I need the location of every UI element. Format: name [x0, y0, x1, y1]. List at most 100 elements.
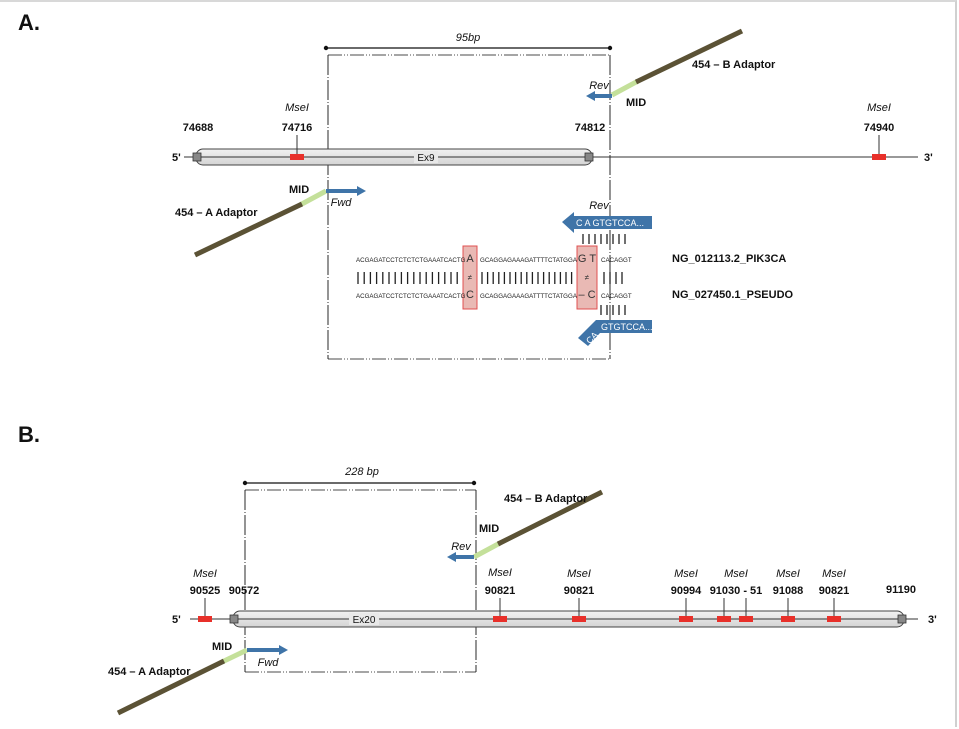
svg-text:74940: 74940	[864, 122, 895, 134]
mseI-site-marker	[827, 616, 841, 622]
svg-text:454 – B Adaptor: 454 – B Adaptor	[692, 59, 776, 71]
svg-text:MID: MID	[479, 523, 499, 535]
panel-a-label: A.	[18, 10, 40, 35]
mismatch-box-2	[576, 245, 598, 310]
mseI-site-marker	[717, 616, 731, 622]
panel-a-fwd-primer: Fwd MID 454 – A Adaptor	[175, 184, 366, 258]
mseI-site-marker	[739, 616, 753, 622]
svg-text:MID: MID	[626, 97, 646, 109]
enzyme-label: MseI	[822, 568, 846, 580]
site-position-label: 91030 - 51	[710, 585, 763, 597]
svg-text:Fwd: Fwd	[331, 197, 353, 209]
panel-b-restriction-site: MseI 90994	[671, 568, 702, 622]
bottom-mismatch-2: – C	[578, 289, 595, 301]
panel-a-5prime: 5'	[172, 152, 181, 164]
bottom-seq-segment-1: ACGAGATCCTCTCTCTGAAATCACTG	[356, 293, 466, 300]
panel-b-fwd-primer: Fwd MID 454 – A Adaptor	[108, 641, 288, 716]
bottom-seq-segment-3: CACAGGT	[601, 293, 632, 300]
alignment-rev-primer-top: C A GTGTCCA...	[562, 212, 652, 233]
svg-text:Rev: Rev	[589, 80, 610, 92]
alignment-bars-top-primer	[582, 234, 626, 244]
svg-text:454 – A Adaptor: 454 – A Adaptor	[108, 666, 191, 678]
alignment-rev-primer-bottom: GTGTCCA... CA	[578, 320, 653, 346]
panel-a-restriction-site: MseI 74940	[864, 102, 895, 160]
mseI-site-marker	[493, 616, 507, 622]
panel-a-coord-start: 74688	[183, 122, 214, 134]
panel-b-coord-end: 91190	[886, 584, 916, 596]
svg-text:74716: 74716	[282, 122, 313, 134]
panel-b-restriction-site: MseI 90821	[485, 567, 516, 622]
site-position-label: 90821	[819, 585, 850, 597]
panel-a-amplicon-box	[327, 54, 611, 360]
alignment-bars-bottom-primer	[600, 305, 626, 315]
panel-b-size-bracket	[242, 480, 477, 486]
mismatch-box-1	[462, 245, 478, 310]
panel-a-exon-start-marker	[192, 152, 202, 162]
panel-b-exon-start-marker	[229, 614, 239, 624]
svg-text:GTGTCCA...: GTGTCCA...	[601, 322, 653, 332]
panel-b-rev-primer: Rev MID 454 – B Adaptor	[447, 489, 604, 562]
top-seq-segment-3: CACAGGT	[601, 257, 632, 264]
svg-text:MID: MID	[212, 641, 232, 653]
site-position-label: 90525	[190, 585, 221, 597]
alignment-match-bars	[357, 272, 623, 284]
svg-text:454 – A Adaptor: 454 – A Adaptor	[175, 207, 258, 219]
svg-text:Rev: Rev	[451, 541, 472, 553]
panel-a-3prime: 3'	[924, 152, 933, 164]
panel-b-restriction-sites: MseI90525MseI90821MseI90821MseI90994MseI…	[190, 567, 850, 622]
fwd-arrow-icon	[279, 645, 288, 655]
site-position-label: 90821	[485, 585, 516, 597]
rev-arrow-icon	[586, 91, 595, 101]
enzyme-label: MseI	[724, 568, 748, 580]
panel-b-exon-end-marker	[897, 614, 907, 624]
panel-a-exon-label: Ex9	[417, 153, 435, 164]
panel-a-rev-primer: Rev MID 454 – B Adaptor	[586, 28, 776, 109]
not-equal-icon: ≠	[468, 273, 473, 282]
mseI-site-marker	[572, 616, 586, 622]
panel-b-coord-start: 90572	[229, 585, 260, 597]
panel-b-exon-label: Ex20	[353, 615, 376, 626]
panel-b-restriction-site: MseI 90821	[564, 568, 595, 622]
panel-a-coord-end: 74812	[575, 122, 606, 134]
site-position-label: 91088	[773, 585, 804, 597]
enzyme-label: MseI	[776, 568, 800, 580]
not-equal-icon: ≠	[585, 273, 590, 282]
panel-b-amplicon-size: 228 bp	[344, 466, 379, 478]
mseI-site-marker	[679, 616, 693, 622]
top-seq-segment-2: GCAGGAGAAAGATTTTCTATGGA	[480, 257, 578, 264]
bottom-seq-name: NG_027450.1_PSEUDO	[672, 289, 794, 301]
fwd-arrow-icon	[357, 186, 366, 196]
top-seq-name: NG_012113.2_PIK3CA	[672, 253, 786, 265]
top-seq-segment-1: ACGAGATCCTCTCTCTGAAATCACTG	[356, 257, 466, 264]
panel-b-label: B.	[18, 422, 40, 447]
panel-a-sequence-alignment: Rev C A GTGTCCA... ACGAGATCCTCTCTCTGAAAT…	[356, 200, 794, 346]
bottom-seq-segment-2: GCAGGAGAAAGATTTTCTATGGA	[480, 293, 578, 300]
panel-b-restriction-site: MseI 91088	[773, 568, 804, 622]
svg-text:MID: MID	[289, 184, 309, 196]
panel-a-amplicon-size: 95bp	[456, 32, 480, 44]
svg-text:MseI: MseI	[285, 102, 309, 114]
enzyme-label: MseI	[193, 568, 217, 580]
panel-b-5prime: 5'	[172, 614, 181, 626]
svg-text:454 – B Adaptor: 454 – B Adaptor	[504, 493, 588, 505]
bottom-mismatch-1: C	[466, 289, 474, 301]
panel-b-restriction-site: MseI 90525	[190, 568, 221, 622]
enzyme-label: MseI	[674, 568, 698, 580]
panel-a-size-bracket	[323, 45, 613, 51]
panel-b-restriction-site: MseI 91030 - 51	[710, 568, 763, 622]
svg-text:Fwd: Fwd	[258, 657, 280, 669]
enzyme-label: MseI	[488, 567, 512, 579]
panel-b-3prime: 3'	[928, 614, 937, 626]
rev-arrow-icon	[447, 552, 456, 562]
top-mismatch-2: G T	[578, 253, 596, 265]
panel-b-amplicon-box	[244, 489, 477, 673]
panel-a-restriction-site: MseI 74716	[282, 102, 313, 160]
site-position-label: 90821	[564, 585, 595, 597]
svg-text:C A GTGTCCA...: C A GTGTCCA...	[576, 218, 644, 228]
site-position-label: 90994	[671, 585, 702, 597]
panel-a-exon-end-marker	[584, 152, 594, 162]
mseI-site-marker	[781, 616, 795, 622]
svg-text:MseI: MseI	[867, 102, 891, 114]
enzyme-label: MseI	[567, 568, 591, 580]
